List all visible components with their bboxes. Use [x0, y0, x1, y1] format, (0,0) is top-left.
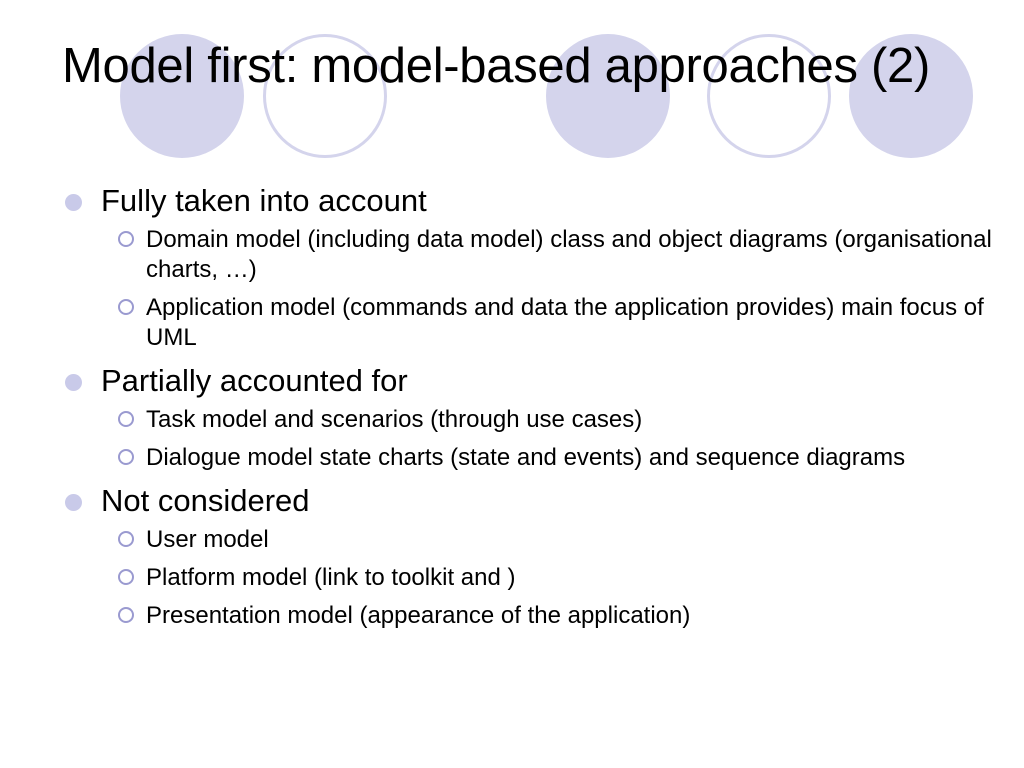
bullet-level2: Application model (commands and data the…	[62, 293, 992, 353]
bullet-dot-icon	[65, 194, 82, 211]
bullet-level2-text: Task model and scenarios (through use ca…	[146, 406, 643, 433]
bullet-ring-icon	[118, 449, 134, 465]
bullet-level2: Platform model (link to toolkit and )	[62, 563, 992, 593]
bullet-level1-text: Fully taken into account	[101, 183, 427, 218]
bullet-level2-text: User model	[146, 526, 269, 553]
bullet-level2: User model	[62, 525, 992, 555]
bullet-level2-text: Domain model (including data model) clas…	[146, 226, 992, 283]
bullet-level2: Domain model (including data model) clas…	[62, 225, 992, 285]
bullet-level2: Presentation model (appearance of the ap…	[62, 601, 992, 631]
decor-circle-filled-2	[546, 34, 670, 158]
bullet-dot-icon	[65, 374, 82, 391]
bullet-level2-text: Application model (commands and data the…	[146, 294, 984, 351]
bullet-ring-icon	[118, 231, 134, 247]
bullet-ring-icon	[118, 607, 134, 623]
bullet-dot-icon	[65, 494, 82, 511]
bullet-level2-text: Dialogue model state charts (state and e…	[146, 444, 906, 471]
bullet-level2: Task model and scenarios (through use ca…	[62, 405, 992, 435]
slide-title: Model first: model-based approaches (2)	[62, 39, 931, 93]
bullet-level2-text: Presentation model (appearance of the ap…	[146, 602, 691, 629]
bullet-level1: Not considered	[62, 481, 992, 521]
bullet-level2: Dialogue model state charts (state and e…	[62, 443, 992, 473]
decor-circle-ring-2	[707, 34, 831, 158]
bullet-level1-text: Not considered	[101, 483, 310, 518]
bullet-ring-icon	[118, 411, 134, 427]
decor-circle-filled-1	[120, 34, 244, 158]
decor-circle-filled-3	[849, 34, 973, 158]
decor-circle-ring-1	[263, 34, 387, 158]
bullet-list: Fully taken into account Domain model (i…	[62, 181, 992, 631]
bullet-level1: Partially accounted for	[62, 361, 992, 401]
bullet-level1-text: Partially accounted for	[101, 363, 408, 398]
bullet-ring-icon	[118, 299, 134, 315]
bullet-ring-icon	[118, 531, 134, 547]
bullet-level1: Fully taken into account	[62, 181, 992, 221]
bullet-level2-text: Platform model (link to toolkit and )	[146, 564, 516, 591]
bullet-ring-icon	[118, 569, 134, 585]
